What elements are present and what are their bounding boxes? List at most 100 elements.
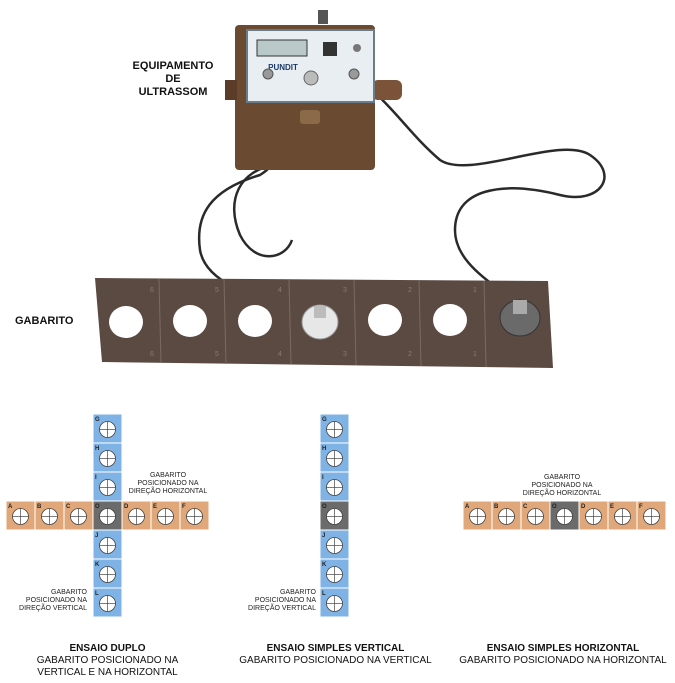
grid-cell: A — [462, 500, 493, 531]
cell-bg — [491, 500, 522, 531]
grid-cell: H — [319, 442, 350, 473]
cell-bg — [462, 500, 493, 531]
cell-label: C — [523, 504, 528, 510]
device-brand: PUNDIT — [268, 63, 298, 72]
hole-circle — [99, 508, 116, 525]
svg-text:3: 3 — [343, 351, 347, 358]
grid-cell: I — [319, 471, 350, 502]
plate-numbers-top: 6 5 4 3 2 1 — [150, 287, 477, 294]
hole-circle — [556, 508, 573, 525]
cell-bg — [34, 500, 65, 531]
grid-cell: K — [92, 558, 123, 589]
caption-title: ENSAIO DUPLO — [69, 643, 146, 654]
hole-circle — [326, 421, 343, 438]
equipment-label-line: EQUIPAMENTO — [132, 60, 214, 72]
cell-label: L — [322, 591, 326, 597]
svg-text:1: 1 — [473, 287, 477, 294]
cell-bg — [578, 500, 609, 531]
svg-text:1: 1 — [473, 351, 477, 358]
hole-circle — [585, 508, 602, 525]
grid-cell: B — [491, 500, 522, 531]
cell-bg — [549, 500, 580, 531]
note-line: DIREÇÃO VERTICAL — [248, 605, 316, 612]
grid-cell: O — [92, 500, 123, 531]
note-line: POSICIONADO NA — [254, 597, 316, 604]
cell-bg — [92, 413, 123, 444]
cable-left-loop — [232, 163, 294, 258]
cell-label: O — [322, 504, 327, 510]
grid-cell: B — [34, 500, 65, 531]
grid-cell: C — [63, 500, 94, 531]
note-line: DIREÇÃO VERTICAL — [19, 605, 87, 612]
cell-bg — [5, 500, 36, 531]
cell-label: O — [95, 504, 100, 510]
cell-label: C — [66, 504, 71, 510]
hole-circle — [643, 508, 660, 525]
cell-label: J — [322, 533, 325, 539]
cell-label: J — [95, 533, 98, 539]
cell-bg — [179, 500, 210, 531]
grid-cell: E — [150, 500, 181, 531]
note-line: DIREÇÃO HORIZONTAL — [128, 488, 208, 495]
svg-text:6: 6 — [150, 287, 154, 294]
hole-circle — [186, 508, 203, 525]
note-line: GABARITO — [50, 589, 87, 596]
cable-right — [354, 76, 606, 311]
svg-text:4: 4 — [278, 287, 282, 294]
cell-bg — [319, 587, 350, 618]
note-line: POSICIONADO NA — [25, 597, 87, 604]
cell-bg — [92, 500, 123, 531]
ultrasound-case: PUNDIT — [225, 10, 402, 170]
svg-text:6: 6 — [150, 351, 154, 358]
caption-title: ENSAIO SIMPLES HORIZONTAL — [486, 643, 640, 654]
hole-circle — [326, 508, 343, 525]
caption-line: VERTICAL E NA HORIZONTAL — [37, 667, 178, 678]
cell-label: E — [610, 504, 614, 510]
cell-bg — [150, 500, 181, 531]
hole-circle — [70, 508, 87, 525]
svg-text:3: 3 — [343, 287, 347, 294]
cell-label: F — [639, 504, 643, 510]
cell-label: E — [153, 504, 157, 510]
grid-cell: E — [607, 500, 638, 531]
caption-line: GABARITO POSICIONADO NA HORIZONTAL — [459, 655, 667, 666]
cell-bg — [92, 558, 123, 589]
cell-bg — [319, 413, 350, 444]
hole-circle — [99, 450, 116, 467]
cell-label: L — [95, 591, 99, 597]
cell-label: A — [465, 504, 470, 510]
cell-bg — [319, 558, 350, 589]
hole-circle — [614, 508, 631, 525]
cell-label: G — [95, 417, 100, 423]
cell-bg — [520, 500, 551, 531]
grid-cell: O — [319, 500, 350, 531]
cell-label: B — [494, 504, 499, 510]
cell-label: G — [322, 417, 327, 423]
cell-bg — [92, 442, 123, 473]
equipment-label-line: DE — [165, 73, 181, 85]
grid-cell: F — [636, 500, 667, 531]
svg-text:5: 5 — [215, 287, 219, 294]
grid-cell: G — [92, 413, 123, 444]
caption-duplo: ENSAIO DUPLO GABARITO POSICIONADO NA VER… — [0, 643, 215, 679]
cell-label: F — [182, 504, 186, 510]
equipment-label: EQUIPAMENTO DE ULTRASSOM — [128, 60, 218, 99]
caption-line: GABARITO POSICIONADO NA VERTICAL — [239, 655, 432, 666]
grid-cell: G — [319, 413, 350, 444]
svg-text:2: 2 — [408, 287, 412, 294]
hole-circle — [99, 537, 116, 554]
grid-cell: L — [92, 587, 123, 618]
hole-circle — [41, 508, 58, 525]
cell-label: B — [37, 504, 42, 510]
hole-circle — [128, 508, 145, 525]
cell-label: K — [95, 562, 100, 568]
note-horizontal-duplo: GABARITO POSICIONADO NA DIREÇÃO HORIZONT… — [118, 472, 218, 496]
cell-bg — [607, 500, 638, 531]
hole-circle — [498, 508, 515, 525]
cell-bg — [319, 471, 350, 502]
